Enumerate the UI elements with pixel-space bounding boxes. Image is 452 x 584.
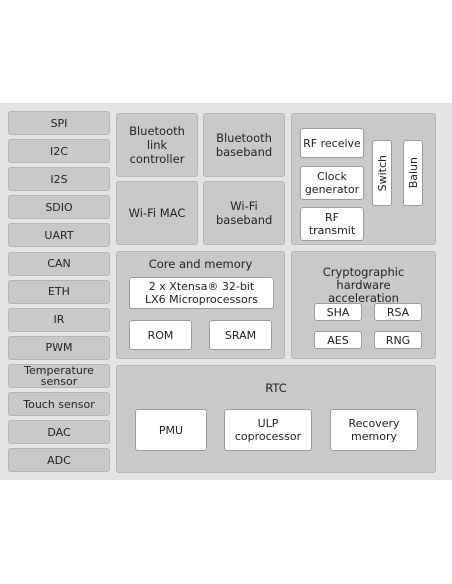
interface-label: DAC [47, 425, 71, 439]
interface-ir: IR [8, 307, 110, 332]
wifi-mac-block: Wi-Fi MAC [116, 181, 198, 245]
wifi-baseband-block: Wi-Fi baseband [203, 181, 285, 245]
bluetooth-baseband-label: Bluetooth baseband [215, 131, 273, 159]
rf-transmit-box: RF transmit [300, 207, 364, 241]
rf-transmit-label: RF transmit [308, 211, 356, 237]
interface-adc: ADC [8, 448, 110, 473]
interface-pwm: PWM [8, 335, 110, 360]
sram-label: SRAM [224, 328, 257, 342]
interface-sdio: SDIO [8, 195, 110, 220]
interface-temperature-sensor: Temperature sensor [8, 363, 110, 388]
rf-receive-box: RF receive [300, 128, 364, 158]
interface-label: IR [53, 313, 65, 327]
ulp-coprocessor-box: ULP coprocessor [224, 409, 312, 451]
block-diagram: SPI I2C I2S SDIO UART CAN ETH IR PWM Temperature … [0, 103, 452, 480]
rom-box: ROM [129, 320, 192, 350]
interface-spi: SPI [8, 111, 110, 135]
sha-box: SHA [314, 303, 362, 321]
rf-block: RF receive Clock generator RF transmit S… [291, 113, 436, 245]
switch-label: Switch [375, 154, 389, 192]
rf-receive-label: RF receive [303, 136, 361, 150]
interface-touch-sensor: Touch sensor [8, 392, 110, 416]
rsa-label: RSA [386, 305, 410, 319]
interface-label: I2S [50, 172, 68, 186]
interface-eth: ETH [8, 279, 110, 304]
interface-label: ADC [47, 453, 71, 467]
interface-i2c: I2C [8, 139, 110, 164]
interface-label: CAN [47, 257, 71, 270]
interface-label: PWM [45, 341, 73, 355]
interface-label: Temperature sensor [24, 363, 94, 388]
balun-label: Balun [406, 157, 420, 189]
rng-label: RNG [385, 333, 411, 347]
interface-label: UART [44, 228, 74, 242]
interface-label: Touch sensor [23, 397, 95, 411]
wifi-mac-label: Wi-Fi MAC [128, 206, 186, 220]
core-memory-block: Core and memory 2 x Xtensa® 32-bit LX6 M… [116, 251, 285, 359]
interface-label: SPI [50, 116, 68, 130]
interface-i2s: I2S [8, 167, 110, 192]
recovery-memory-box: Recovery memory [330, 409, 418, 451]
crypto-block: Cryptographic hardware acceleration SHA … [291, 251, 436, 359]
interface-label: ETH [48, 285, 70, 299]
crypto-title: Cryptographic hardware acceleration [322, 265, 405, 305]
rtc-title: RTC [265, 381, 287, 395]
cpu-box: 2 x Xtensa® 32-bit LX6 Microprocessors [129, 277, 274, 309]
cpu-label: 2 x Xtensa® 32-bit LX6 Microprocessors [144, 280, 259, 306]
clock-generator-box: Clock generator [300, 166, 364, 200]
aes-label: AES [327, 333, 349, 347]
bluetooth-baseband-block: Bluetooth baseband [203, 113, 285, 177]
sram-box: SRAM [209, 320, 272, 350]
rom-label: ROM [147, 328, 174, 342]
core-memory-title: Core and memory [148, 257, 253, 271]
balun-box: Balun [403, 140, 423, 206]
interface-label: I2C [50, 144, 68, 158]
interface-dac: DAC [8, 420, 110, 445]
wifi-baseband-label: Wi-Fi baseband [216, 199, 273, 227]
interface-can: CAN [8, 251, 110, 276]
pmu-box: PMU [135, 409, 207, 451]
interface-label: SDIO [45, 200, 73, 214]
switch-box: Switch [372, 140, 392, 206]
rtc-block: RTC PMU ULP coprocessor Recovery memory [116, 365, 436, 473]
clock-generator-label: Clock generator [304, 170, 360, 196]
rsa-box: RSA [374, 303, 422, 321]
aes-box: AES [314, 331, 362, 349]
rng-box: RNG [374, 331, 422, 349]
sha-label: SHA [326, 305, 350, 319]
pmu-label: PMU [158, 423, 184, 437]
bluetooth-link-controller-label: Bluetooth link controller [129, 124, 185, 166]
recovery-memory-label: Recovery memory [348, 417, 400, 443]
ulp-coprocessor-label: ULP coprocessor [234, 417, 302, 443]
interface-uart: UART [8, 223, 110, 248]
bluetooth-link-controller-block: Bluetooth link controller [116, 113, 198, 177]
